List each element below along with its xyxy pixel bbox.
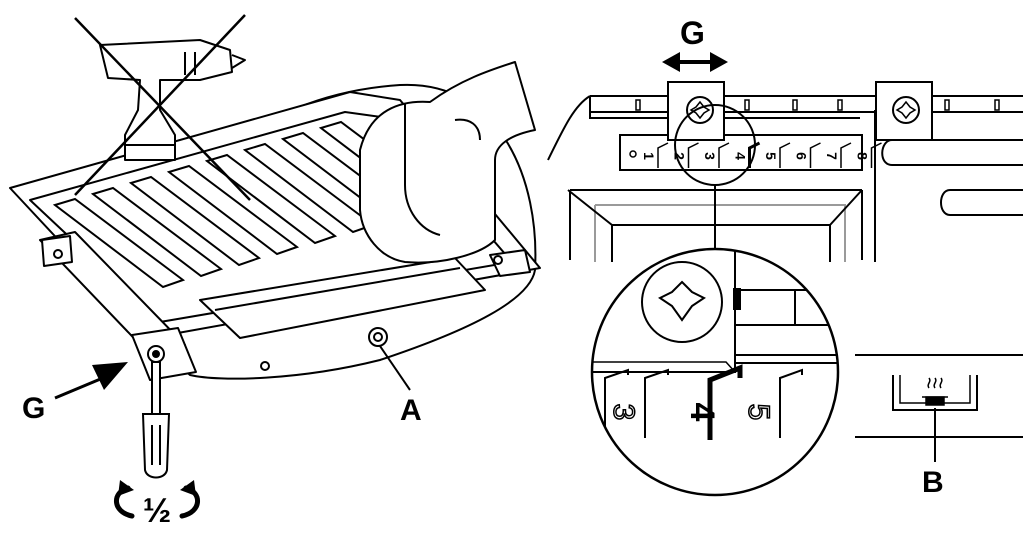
tray-rib <box>128 175 262 267</box>
scale-bracket <box>870 142 882 168</box>
scale-label: 3 <box>702 152 718 160</box>
scale-bracket <box>840 142 852 168</box>
scale-bracket <box>809 142 821 168</box>
scale-label: 6 <box>794 152 810 160</box>
zoom-detail <box>592 249 838 495</box>
scale-label: 5 <box>763 152 779 160</box>
scale-bracket <box>779 142 791 168</box>
hand <box>359 61 536 264</box>
scale-label: 4 <box>733 152 749 160</box>
rotation-label: ½ <box>143 492 171 530</box>
tray-rib <box>204 153 338 245</box>
scale-bracket <box>687 142 699 168</box>
tray-opening <box>199 257 486 339</box>
scale-label: 7 <box>824 152 840 160</box>
selected-level-marker <box>707 364 743 440</box>
tray-rib <box>166 164 300 256</box>
torx-screw-large-icon <box>658 280 706 322</box>
prohibition-cross <box>74 14 251 201</box>
drill-icon <box>99 39 246 161</box>
scale-bracket <box>748 141 761 168</box>
callout-label-g-left: G <box>22 392 45 425</box>
clamp-block <box>667 81 725 141</box>
torx-screw-small-icon <box>689 100 711 120</box>
rail-illustration <box>547 95 1023 262</box>
tray-rib <box>90 186 224 278</box>
zoom-circle <box>590 247 840 497</box>
tray-rib <box>52 197 186 289</box>
zoom-scale-label: 3 <box>607 404 640 421</box>
scale-bracket <box>657 142 669 168</box>
scale-label: 2 <box>672 152 688 160</box>
zoom-scale-label: 4 <box>683 403 721 422</box>
shelf-scale: 1 2 3 4 5 6 7 8 <box>641 141 882 168</box>
oven-detail-b <box>855 354 1023 438</box>
zoom-scale-label: 5 <box>742 404 775 421</box>
zoom-scale-labels: 3 4 5 <box>606 403 776 422</box>
callout-line-a <box>379 345 411 391</box>
steam-pot-icon <box>922 377 948 406</box>
screwdriver-icon <box>141 361 171 479</box>
scale-label: 1 <box>641 152 657 160</box>
scale-bracket <box>718 142 730 168</box>
callout-label-b: B <box>922 466 944 499</box>
rail-slots <box>635 99 1000 111</box>
scale-label: 8 <box>855 152 871 160</box>
callout-arrow-g-left <box>54 362 128 400</box>
rail-bar <box>589 95 1023 113</box>
scale-strip <box>619 134 863 171</box>
callout-label-g-top: G <box>680 15 705 51</box>
fixed-block <box>875 81 933 141</box>
scale-origin-dot <box>629 150 637 158</box>
callout-arrow-g-top <box>662 52 728 72</box>
callout-label-a: A <box>400 394 422 427</box>
